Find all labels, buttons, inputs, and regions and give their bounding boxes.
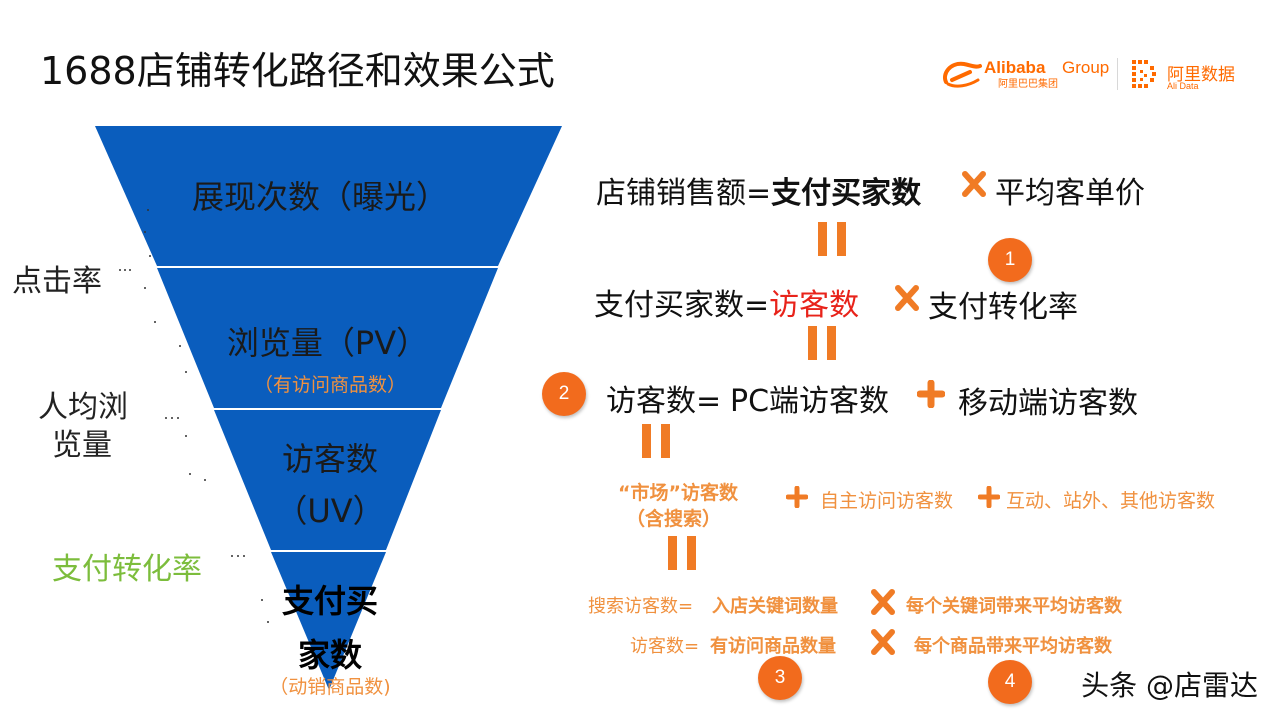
- formula-avg-per-item: 每个商品带来平均访客数: [914, 636, 1112, 657]
- funnel-label-buyers-line2: 家数: [297, 636, 362, 674]
- formula-sales-avg-price: 平均客单价: [995, 176, 1145, 211]
- alibaba-group-word: Group: [1062, 58, 1110, 77]
- step-badge-1: 1: [988, 238, 1032, 282]
- multiply-icon: [871, 629, 895, 655]
- formula-direct-visitors: 自主访问访客数: [820, 490, 954, 512]
- funnel-level-buyers: [271, 552, 386, 690]
- formula-buyers-visitors: 访客数: [769, 288, 860, 323]
- pv-per-user-label-line1: 人均浏: [38, 390, 128, 425]
- dotted-leader-lines: [119, 209, 269, 623]
- funnel-label-pv: 浏览量（PV）: [226, 324, 429, 362]
- formula-buyers-conversion: 支付转化率: [928, 290, 1078, 325]
- formula-sales: 店铺销售额=支付买家数: [596, 168, 921, 212]
- ali-data-en: Ali Data: [1167, 81, 1199, 91]
- funnel-label-buyers-line1: 支付买: [281, 582, 378, 620]
- ali-data-name: 阿里数据: [1167, 65, 1235, 85]
- conversion-funnel: [95, 126, 562, 690]
- multiply-icon: [895, 285, 919, 311]
- equals-connector-icon: [642, 424, 670, 458]
- equals-connector-icon: [818, 222, 846, 256]
- formula-item-visitors-left: 访客数=: [630, 636, 700, 657]
- funnel-label-uv-line1: 访客数: [281, 440, 378, 478]
- plus-icon: [978, 486, 1000, 508]
- click-rate-label: 点击率: [12, 264, 102, 299]
- plus-icon: [786, 486, 808, 508]
- multiply-icon: [871, 589, 895, 615]
- step-badge-2: 2: [542, 372, 586, 416]
- step-badge-4: 4: [988, 660, 1032, 704]
- plus-icon: [917, 380, 945, 408]
- step-badge-3: 3: [758, 656, 802, 700]
- funnel-sub-pv: （有访问商品数）: [253, 374, 406, 396]
- formula-market-visitors-line1: “市场”访客数: [618, 482, 738, 504]
- alibaba-cn-name: 阿里巴巴集团: [998, 79, 1058, 90]
- formula-other-visitors: 互动、站外、其他访客数: [1006, 490, 1216, 512]
- pay-conversion-label: 支付转化率: [52, 552, 202, 587]
- equals-connector-icon: [668, 536, 696, 570]
- formula-search-keywords: 入店关键词数量: [712, 596, 838, 617]
- formula-search-avg-per-keyword: 每个关键词带来平均访客数: [906, 596, 1122, 617]
- page-title: 1688店铺转化路径和效果公式: [40, 49, 555, 93]
- formula-visitors-pc: PC端访客数: [730, 384, 890, 419]
- alibaba-wordmark: Alibaba: [984, 58, 1046, 77]
- multiply-icon: [962, 171, 986, 197]
- funnel-sub-buyers: （动销商品数): [269, 676, 391, 698]
- logo-divider: [1117, 58, 1118, 90]
- formula-visitors-left: 访客数=: [606, 384, 722, 419]
- formula-search-visitors-left: 搜索访客数=: [588, 596, 694, 617]
- ali-data-d-icon: [1132, 60, 1156, 88]
- formula-buyers-left: 支付买家数=: [594, 288, 770, 323]
- formula-market-visitors-line2: （含搜索）: [626, 508, 722, 530]
- pv-per-user-label-line2: 览量: [52, 428, 112, 463]
- funnel-label-impressions: 展现次数（曝光）: [191, 178, 448, 216]
- funnel-level-pv: [157, 268, 498, 408]
- formula-visitors-mobile: 移动端访客数: [958, 386, 1138, 421]
- formula-sales-left: 店铺销售额=: [596, 176, 772, 211]
- equals-connector-icon: [808, 326, 836, 360]
- formula-sales-buyers: 支付买家数: [771, 176, 922, 211]
- watermark-credit: 头条 @店雷达: [1081, 669, 1258, 702]
- formula-buyers: 支付买家数=访客数: [594, 280, 859, 324]
- formula-visited-items: 有访问商品数量: [710, 636, 836, 657]
- funnel-level-impressions: [95, 126, 562, 266]
- alibaba-logo-icon: [943, 61, 982, 88]
- funnel-label-uv-line2: （UV）: [275, 492, 385, 530]
- funnel-level-uv: [214, 410, 441, 550]
